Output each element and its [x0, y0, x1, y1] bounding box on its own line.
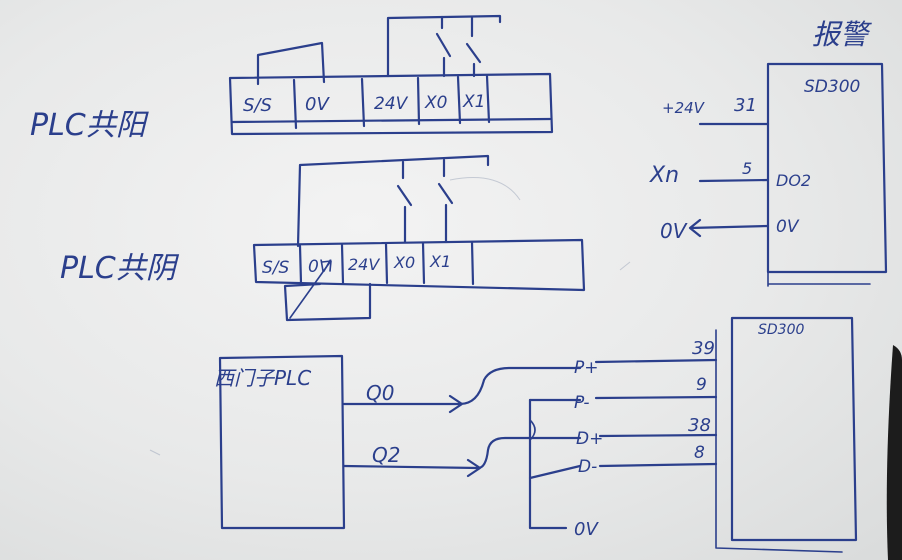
top-common-wire [386, 14, 502, 78]
sd300-bottom-title: SD300 [758, 322, 804, 338]
top-terminal-0v: 0V [305, 94, 330, 115]
alarm-0v-right: 0V [776, 217, 800, 237]
ov-bus-branches [528, 398, 582, 480]
top-terminal-x1: X1 [462, 92, 485, 112]
mid-terminal-ss: S/S [262, 258, 290, 278]
sd300-top-title: SD300 [804, 77, 860, 97]
mid-terminal-x0: X0 [393, 253, 415, 272]
alarm-do2: DO2 [776, 171, 811, 190]
alarm-pin31: 31 [734, 95, 757, 116]
pin-p-plus: P+ [574, 358, 599, 378]
pin-label-39: 39 [692, 338, 715, 359]
wire-39 [594, 358, 718, 364]
plc-box [218, 354, 346, 530]
wire-8 [598, 462, 718, 468]
mid-terminal-0v: 0V [308, 257, 332, 277]
sd300-bottom-box [730, 316, 858, 542]
pin-d-plus: D+ [576, 429, 603, 449]
wire-q2-label: Q2 [372, 443, 400, 467]
plc-title: 西门子PLC [214, 366, 311, 390]
alarm-plus24v: +24V [662, 99, 706, 117]
pin-0v: 0V [574, 519, 599, 540]
alarm-wire-0v [688, 218, 770, 238]
ov-bus [528, 398, 568, 530]
mid-bottom-loop [283, 282, 372, 322]
mid-terminal-x1: X1 [429, 252, 451, 271]
top-terminal-24v: 24V [374, 94, 409, 114]
wire-38 [598, 433, 718, 438]
wire-crossing [529, 419, 536, 441]
alarm-xn: Xn [649, 163, 679, 188]
pin-label-8: 8 [694, 443, 705, 463]
mid-terminal-24v: 24V [348, 255, 380, 274]
label-plc-common-anode: PLC共阳 [30, 108, 150, 143]
pin-label-38: 38 [688, 415, 711, 436]
mid-switch-x0 [396, 160, 413, 244]
wire-9 [594, 395, 718, 400]
top-terminal-ss: S/S [243, 95, 272, 116]
pin-d-minus: D- [578, 457, 597, 477]
wire-q0-label: Q0 [366, 381, 394, 405]
wire-q2 [342, 436, 582, 478]
sd300-bottom-shadow [715, 329, 843, 553]
pin-p-minus: P- [574, 393, 589, 413]
terminal-strip-mid [252, 238, 586, 292]
top-terminal-x0: X0 [424, 93, 447, 113]
wire-q0 [342, 366, 582, 414]
alarm-wire-xn [698, 178, 770, 183]
mid-switch-x1 [437, 158, 454, 244]
sd300-top-shadow [767, 63, 871, 287]
mid-arrow [289, 260, 332, 319]
top-jumper [256, 41, 326, 86]
alarm-0v-left: 0V [660, 219, 688, 243]
label-alarm: 报警 [812, 18, 872, 51]
label-plc-common-cathode: PLC共阴 [60, 251, 180, 286]
mid-common-wire [296, 154, 490, 248]
top-switch-x0 [435, 15, 452, 78]
ghost-marks [149, 177, 631, 456]
alarm-pin5: 5 [742, 159, 752, 178]
dark-object-edge [886, 345, 902, 560]
pin-label-9: 9 [696, 375, 707, 395]
top-switch-x1 [465, 15, 482, 78]
